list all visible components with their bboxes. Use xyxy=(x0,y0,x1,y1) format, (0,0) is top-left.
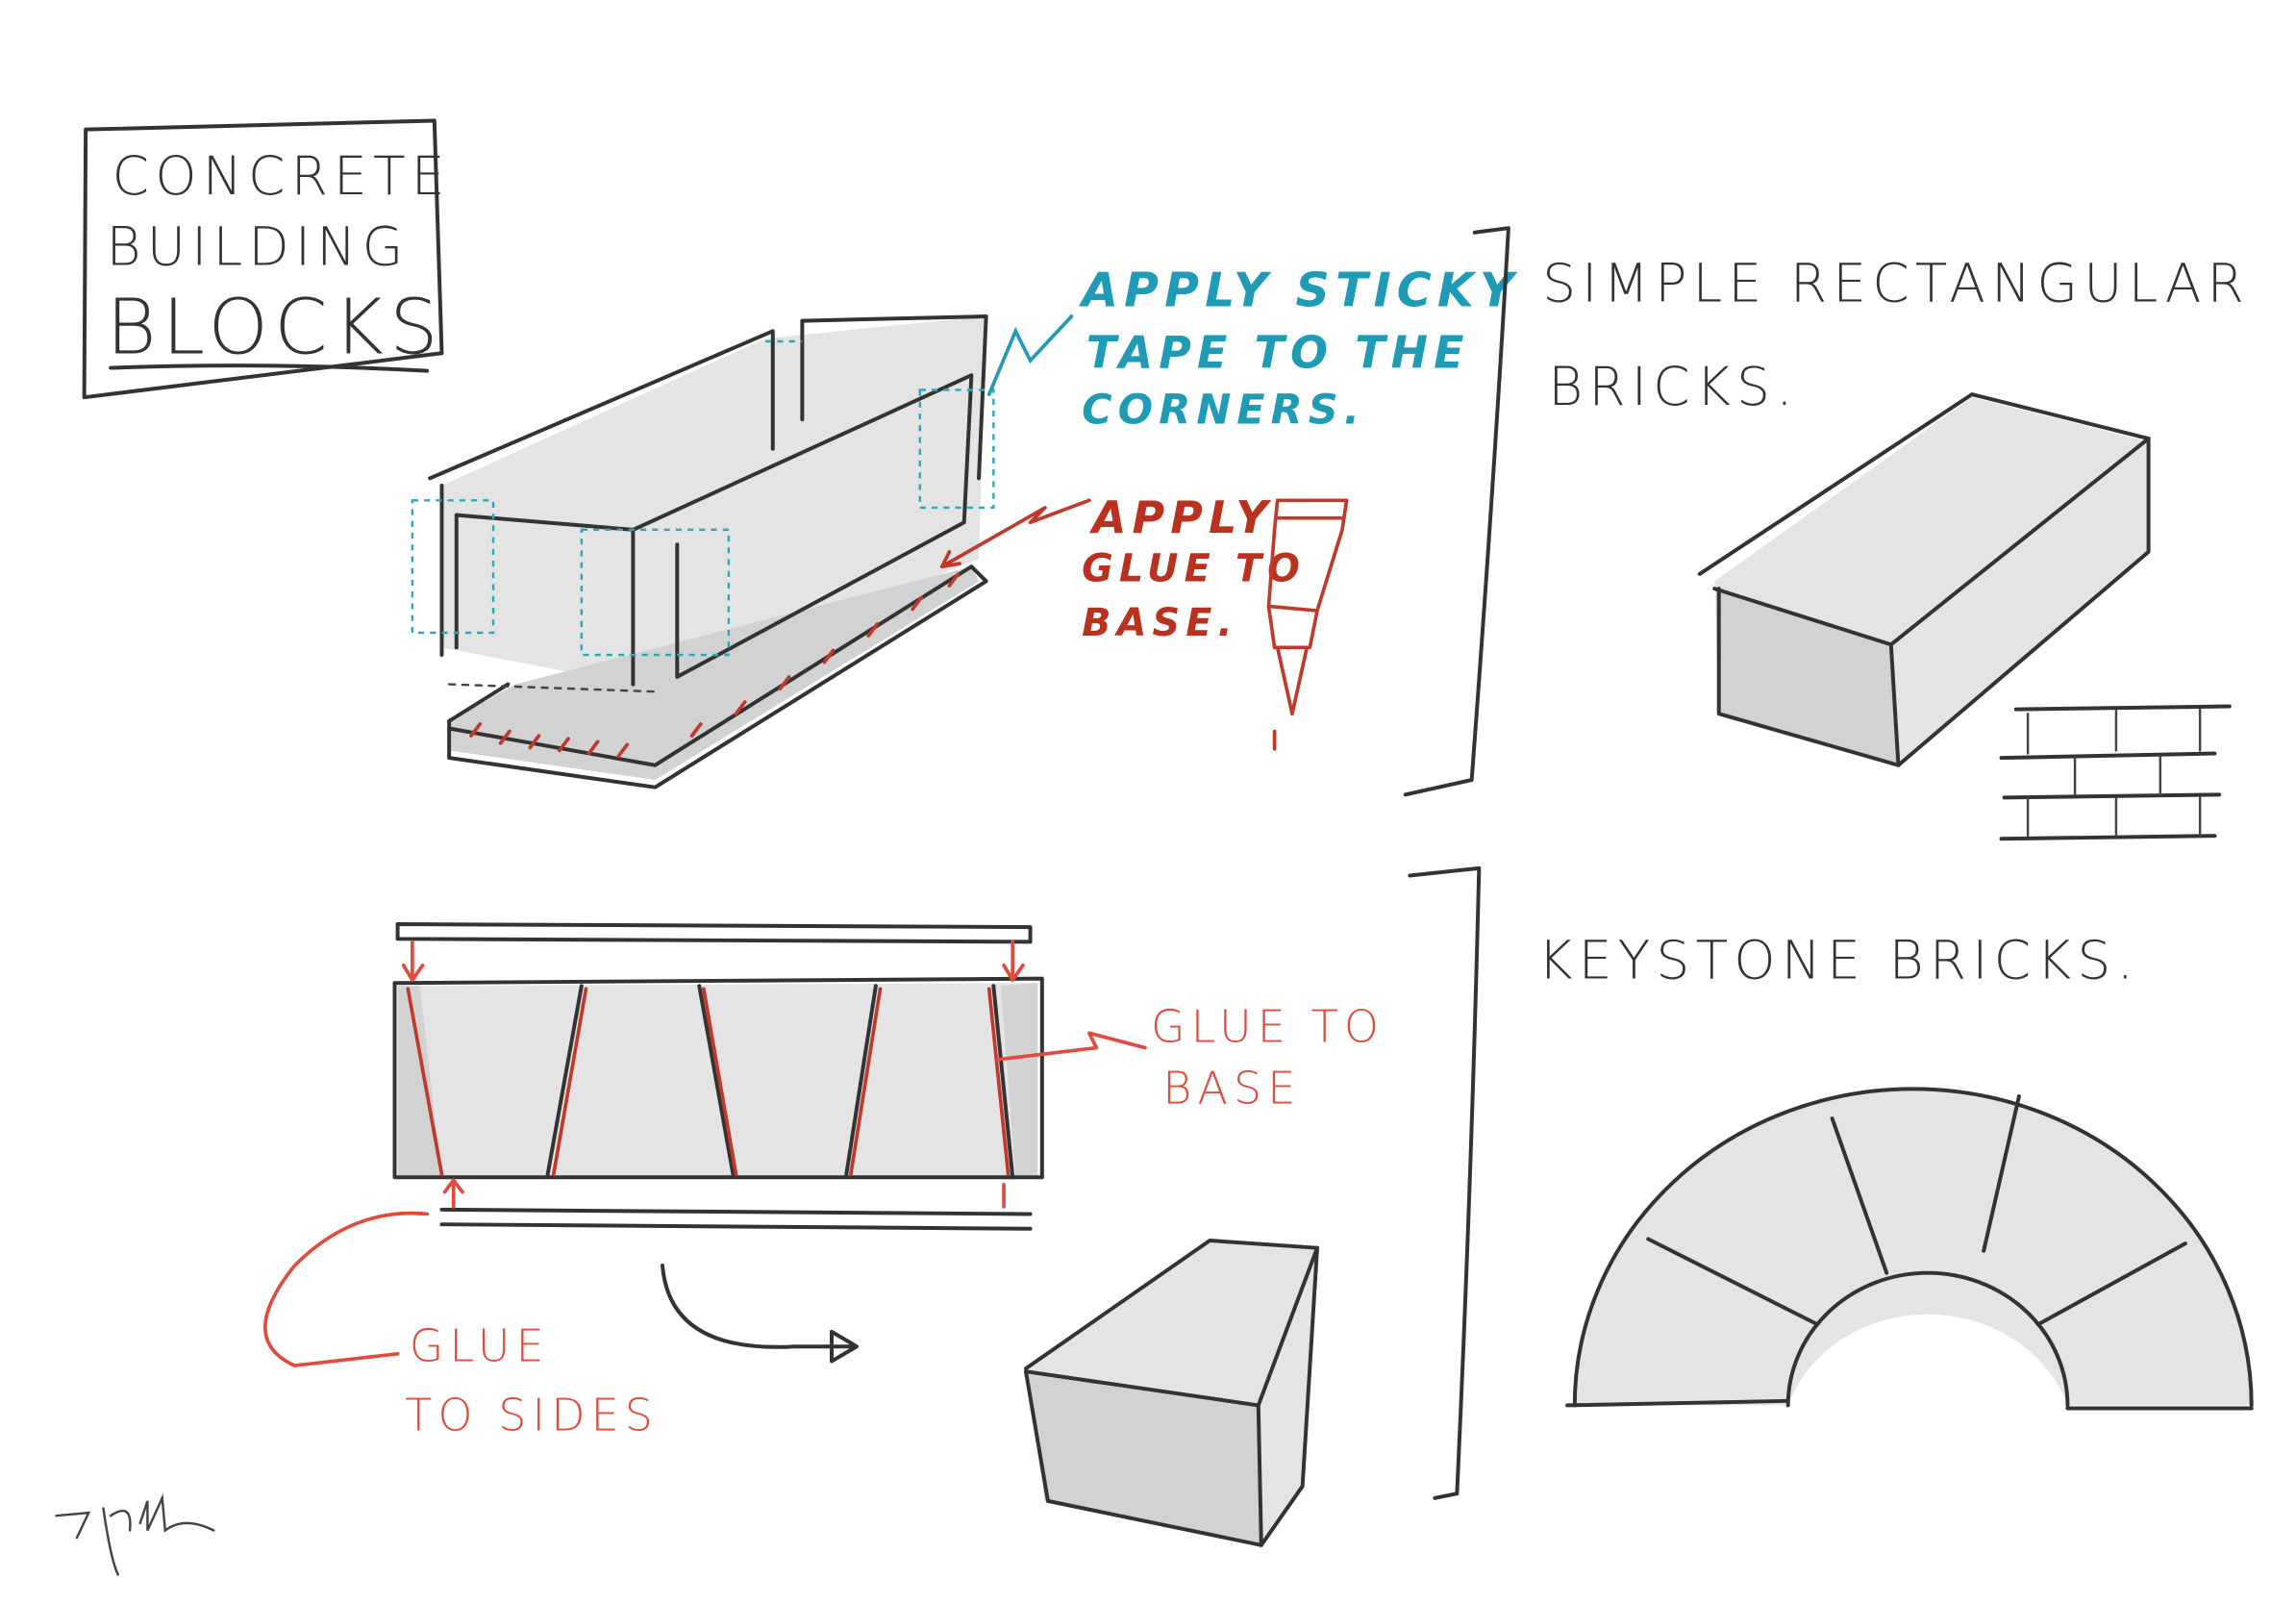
title-line-3: BLOCKS xyxy=(107,282,444,371)
sticky-tape-line-3: CORNERS. xyxy=(1082,387,1365,435)
sticky-tape-annotation: APPLY STICKY TAPE TO THE CORNERS. xyxy=(986,263,1519,435)
divider-bracket-bottom xyxy=(1408,865,1482,1500)
glue-sides-line-1: GLUE xyxy=(410,1320,550,1372)
title-line-2: BUILDING xyxy=(107,215,410,277)
finished-keystone-block xyxy=(1023,1239,1319,1547)
glue-base-line-3: BASE. xyxy=(1082,601,1238,645)
brick-wall-icon xyxy=(1999,704,2232,841)
divider-bracket-top xyxy=(1403,226,1510,797)
keystone-heading: KEYSTONE BRICKS. xyxy=(1538,930,2140,991)
glue-base-line-1: APPLY xyxy=(1089,491,1274,543)
rectangular-heading-line-2: BRICKS. xyxy=(1548,356,1798,417)
mould-assembly-drawing xyxy=(411,314,995,789)
signature xyxy=(55,1493,215,1576)
title-box: CONCRETE BUILDING BLOCKS xyxy=(82,118,451,400)
glue-base-line-2: GLUE TO xyxy=(1082,546,1306,590)
title-line-1: CONCRETE xyxy=(112,145,451,207)
glue-base-side-line-2: BASE xyxy=(1162,1063,1301,1115)
rectangular-brick-section: SIMPLE RECTANGULAR BRICKS. xyxy=(1542,253,2250,841)
glue-base-annotation: APPLY GLUE TO BASE. xyxy=(939,491,1306,645)
sticky-tape-line-2: TAPE TO THE xyxy=(1086,327,1470,379)
rectangular-heading-line-1: SIMPLE RECTANGULAR xyxy=(1542,253,2250,314)
glue-base-side-annotation: GLUE TO BASE xyxy=(996,1000,1385,1115)
sticky-tape-line-1: APPLY STICKY xyxy=(1078,263,1519,317)
glue-sides-line-2: TO SIDES xyxy=(405,1389,659,1441)
keystone-mould-plan xyxy=(392,922,1044,1364)
keystone-brick-section: KEYSTONE BRICKS. xyxy=(1538,930,2254,1411)
glue-base-side-line-1: GLUE TO xyxy=(1151,1000,1385,1052)
glue-bottle-icon xyxy=(1266,498,1349,751)
glue-sides-annotation: GLUE TO SIDES xyxy=(263,1211,659,1441)
